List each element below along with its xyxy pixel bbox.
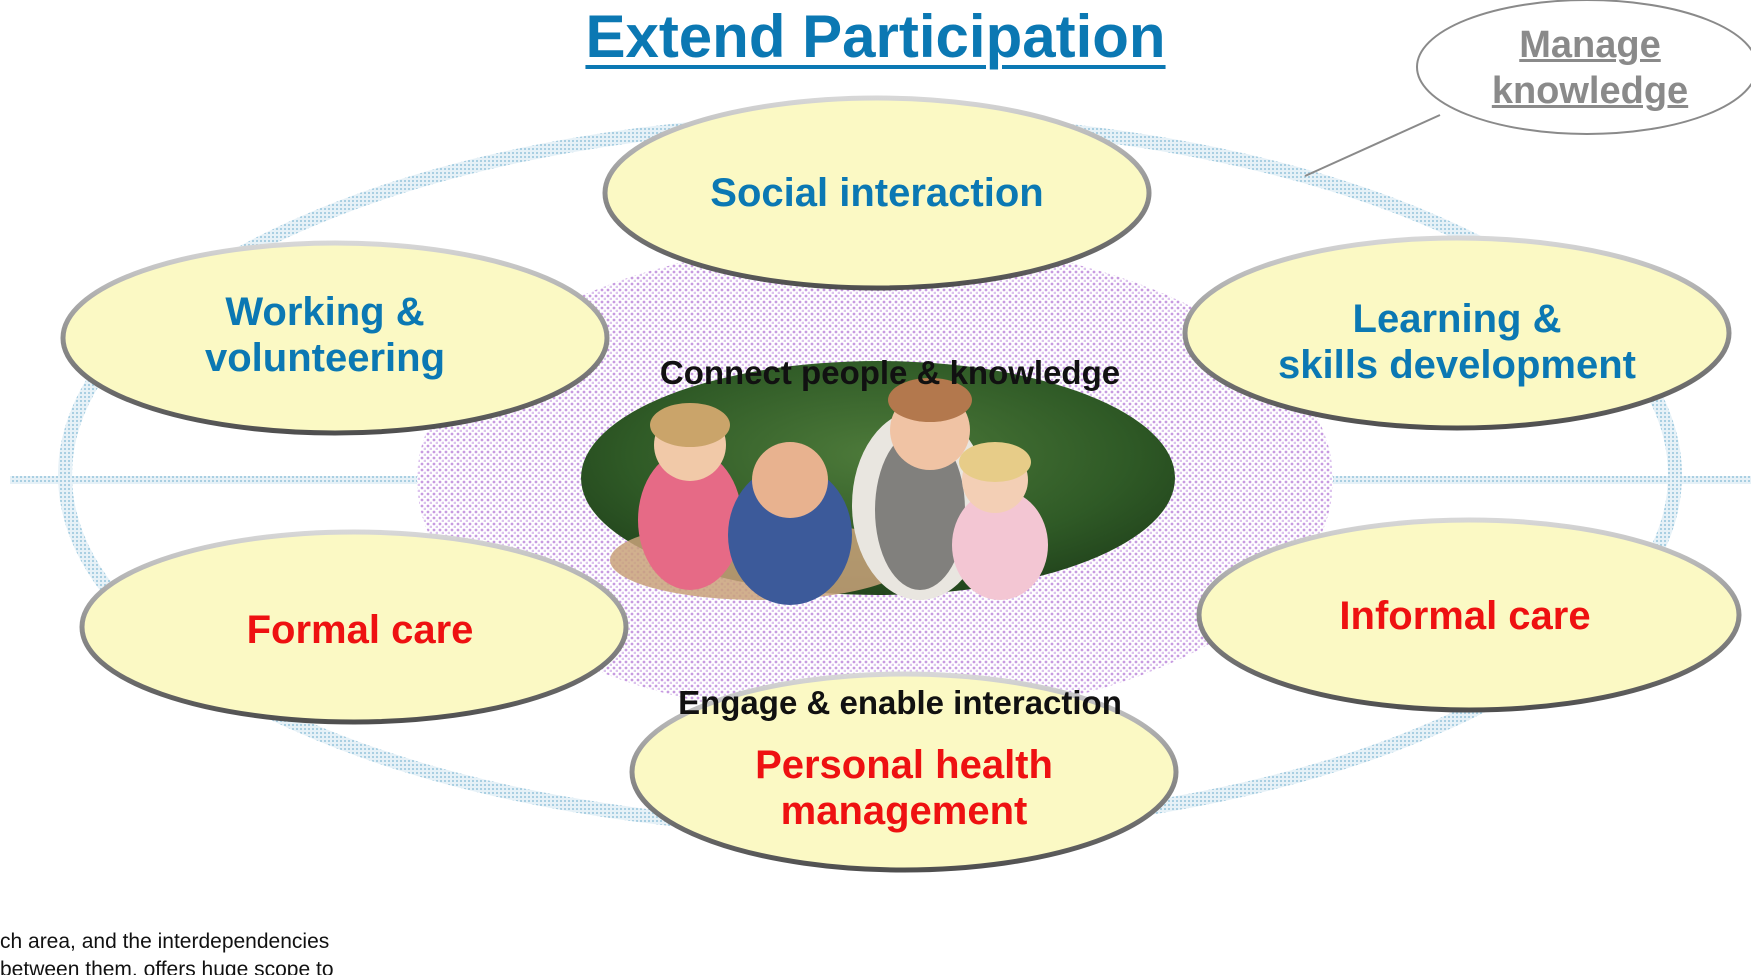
family-photo [581, 361, 1175, 605]
node-formal-care-shape [79, 529, 629, 725]
node-personal-health: Personal health management [654, 738, 1154, 838]
manage-knowledge-bubble [1416, 0, 1751, 135]
manage-knowledge-label: Manage knowledge [1460, 22, 1720, 114]
node-informal-care-shape [1196, 517, 1742, 713]
footer-line2: between them, offers huge scope to [0, 958, 334, 975]
node-social-interaction-shape [602, 95, 1152, 291]
page-title: Extend Participation [585, 3, 1166, 70]
footer-note: ch area, and the interdependencies betwe… [0, 928, 430, 975]
manage-knowledge-connector [1304, 114, 1441, 177]
node-social-interaction: Social interaction [627, 163, 1127, 223]
node-formal-care-label: Formal care [246, 608, 474, 652]
node-working-volunteering: Working & volunteering [75, 285, 575, 385]
footer-line1: ch area, and the interdependencies [0, 930, 330, 953]
center-bottom-text: Engage & enable interaction [678, 684, 1122, 721]
node-formal-care: Formal care [110, 600, 610, 660]
node-learning-skills: Learning & skills development [1207, 292, 1707, 392]
node-informal-care: Informal care [1215, 586, 1715, 646]
manage-knowledge-line1: Manage [1519, 24, 1661, 66]
center-top-text: Connect people & knowledge [659, 354, 1121, 391]
node-learning-line1: Learning & [1352, 297, 1562, 341]
node-health-line1: Personal health [755, 743, 1053, 787]
node-informal-care-label: Informal care [1339, 594, 1591, 638]
manage-knowledge-line2: knowledge [1491, 70, 1689, 112]
node-working-volunteering-shape [60, 240, 610, 436]
node-working-line2: volunteering [204, 336, 446, 380]
node-personal-health-shape [629, 671, 1179, 873]
node-health-line2: management [780, 789, 1028, 833]
node-social-interaction-label: Social interaction [710, 171, 1044, 215]
node-learning-skills-shape [1182, 235, 1732, 431]
node-learning-line2: skills development [1278, 343, 1636, 387]
node-working-line1: Working & [225, 290, 425, 334]
